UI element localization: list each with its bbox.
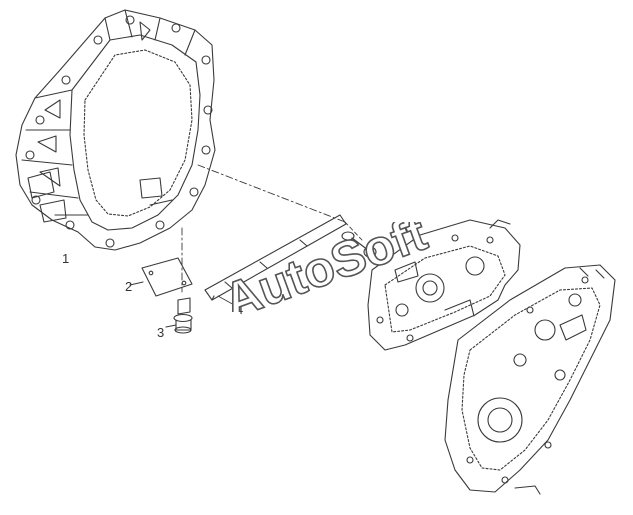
assembly-line-housing	[197, 164, 346, 223]
engine-front-cover	[444, 264, 616, 495]
cover-plate	[129, 257, 193, 297]
autosoft-watermark-logo: AutoSoft	[215, 222, 434, 312]
callout-3: 3	[157, 325, 165, 340]
leader-4	[217, 295, 237, 307]
gasket-strip	[204, 214, 377, 305]
assembly-line-dowel	[344, 221, 363, 241]
callout-4: 4	[236, 302, 244, 317]
watermark-text: AutoSoft	[216, 222, 434, 312]
engine-timing-plate-rear	[367, 219, 521, 351]
bolt	[165, 297, 193, 334]
bell-housing	[15, 9, 216, 251]
callout-2: 2	[125, 279, 133, 294]
callout-1: 1	[62, 251, 70, 266]
